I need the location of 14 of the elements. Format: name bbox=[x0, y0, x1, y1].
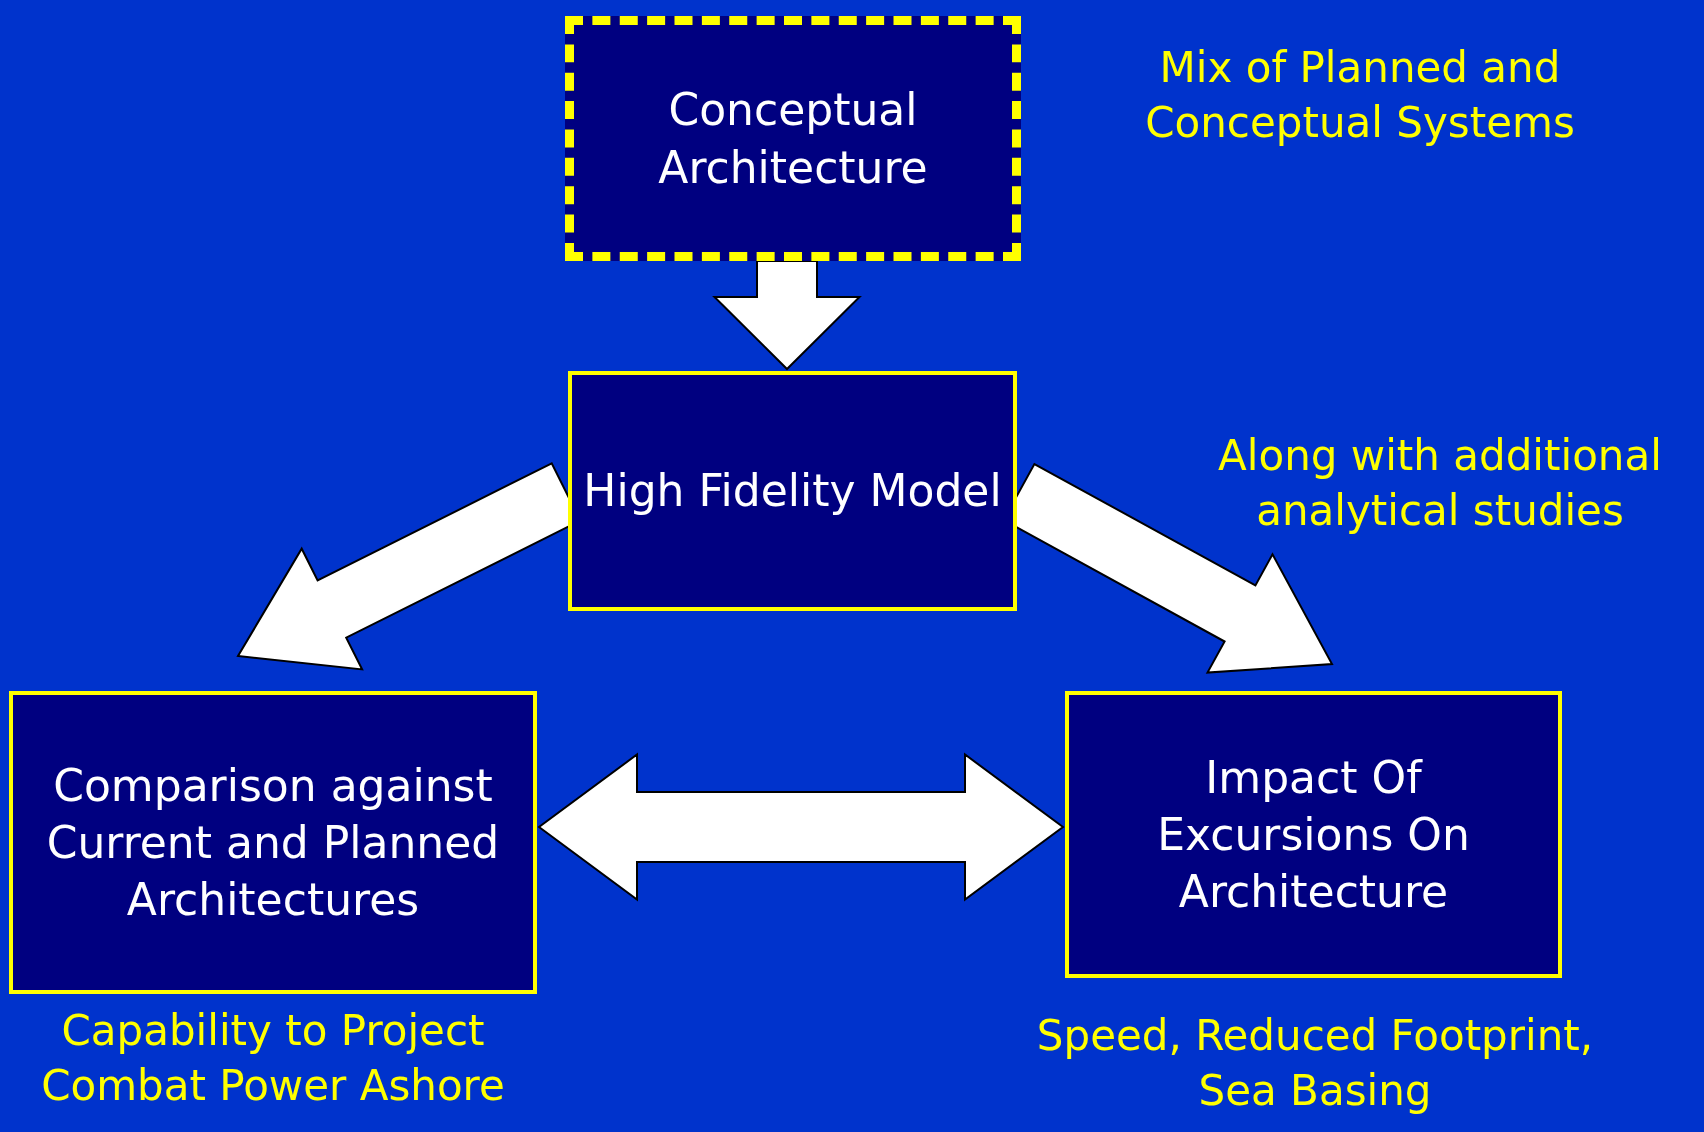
process-box bbox=[1065, 691, 1562, 978]
side-note: Speed, Reduced Footprint, Sea Basing bbox=[1035, 1010, 1595, 1118]
side-note: Mix of Planned and Conceptual Systems bbox=[1144, 42, 1576, 150]
process-box bbox=[568, 371, 1017, 611]
node-text: High Fidelity Model bbox=[583, 464, 1002, 519]
node-text: Impact Of Excursions On Architecture bbox=[1156, 750, 1471, 920]
double-block-arrow bbox=[537, 752, 1065, 902]
note: Along with additional analytical studies bbox=[1217, 430, 1663, 538]
side-note: Capability to Project Combat Power Ashore bbox=[40, 1005, 506, 1113]
node-text: Comparison against Current and Planned Architectures bbox=[45, 758, 501, 928]
dashed-process-box bbox=[565, 16, 1021, 261]
block-arrow bbox=[712, 260, 862, 371]
node-text: Conceptual Architecture bbox=[657, 83, 929, 195]
process-box bbox=[9, 691, 537, 994]
